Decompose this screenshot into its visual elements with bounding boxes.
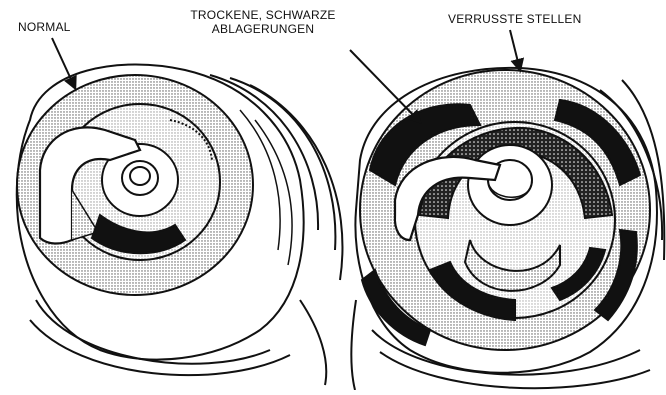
- sooted-spark-plug: [351, 68, 664, 390]
- normal-spark-plug: [17, 64, 343, 385]
- arrow-sooted: [510, 30, 520, 70]
- label-sooted: VERRUSSTE STELLEN: [448, 12, 581, 26]
- label-dry-deposits-line2: ABLAGERUNGEN: [168, 22, 358, 36]
- label-normal: NORMAL: [18, 20, 71, 34]
- label-dry-deposits: TROCKENE, SCHWARZE ABLAGERUNGEN: [168, 8, 358, 36]
- label-dry-deposits-line1: TROCKENE, SCHWARZE: [168, 8, 358, 22]
